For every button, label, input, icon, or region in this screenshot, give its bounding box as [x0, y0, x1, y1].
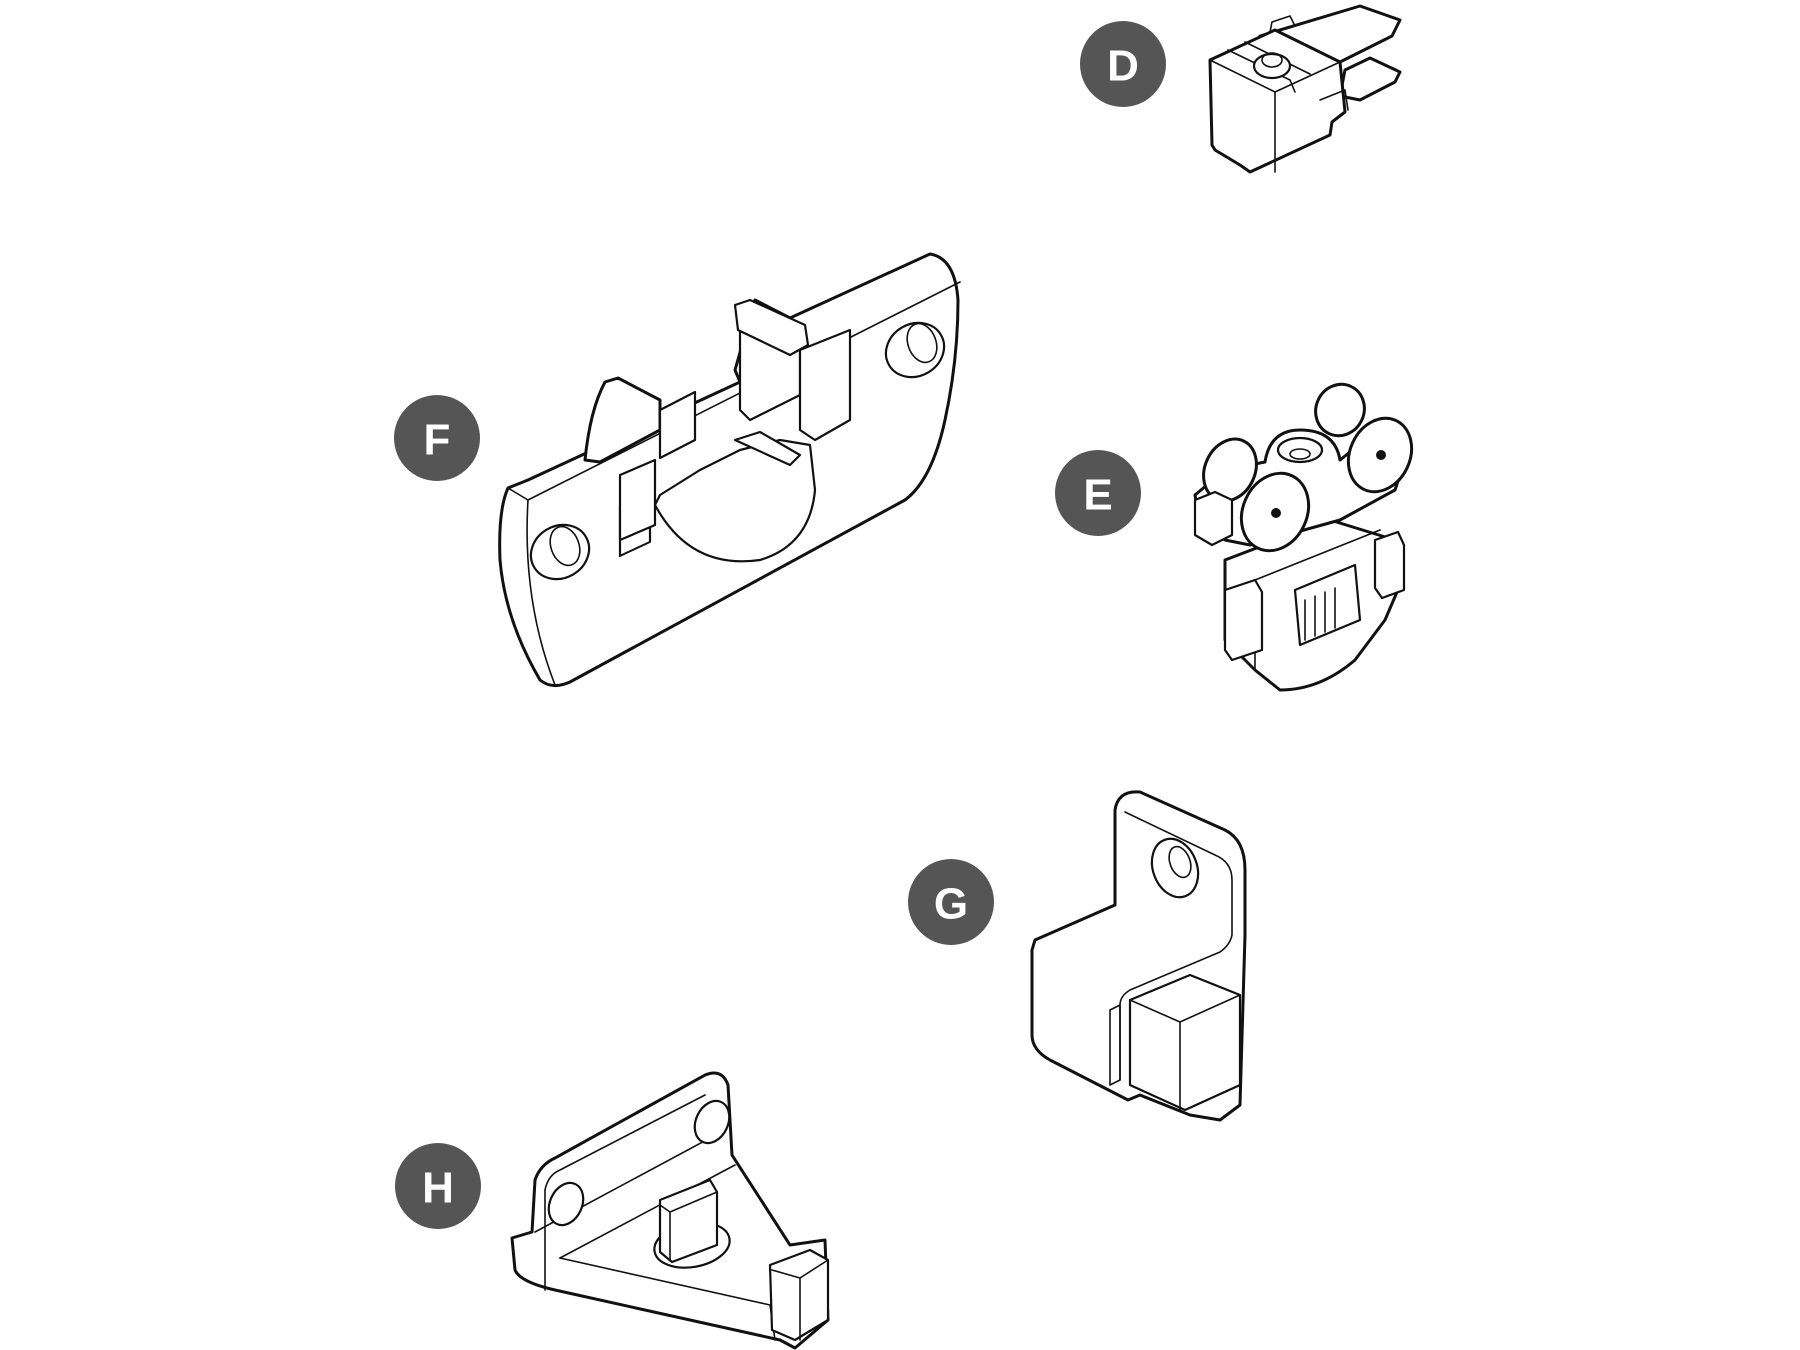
part-h-drawing [510, 1071, 830, 1350]
label-badge-h: H [395, 1143, 481, 1229]
label-d-text: D [1107, 42, 1139, 91]
label-f-text: F [424, 416, 451, 465]
label-badge-g: G [908, 859, 994, 945]
label-badge-f: F [394, 395, 480, 481]
part-f-drawing [498, 252, 961, 687]
part-e-drawing [1193, 382, 1414, 692]
label-h-text: H [422, 1164, 454, 1213]
label-badge-e: E [1055, 450, 1141, 536]
part-d-drawing [1208, 4, 1402, 174]
part-g-drawing [1030, 790, 1247, 1122]
label-e-text: E [1083, 471, 1112, 520]
label-g-text: G [934, 880, 968, 929]
label-badge-d: D [1080, 21, 1166, 107]
